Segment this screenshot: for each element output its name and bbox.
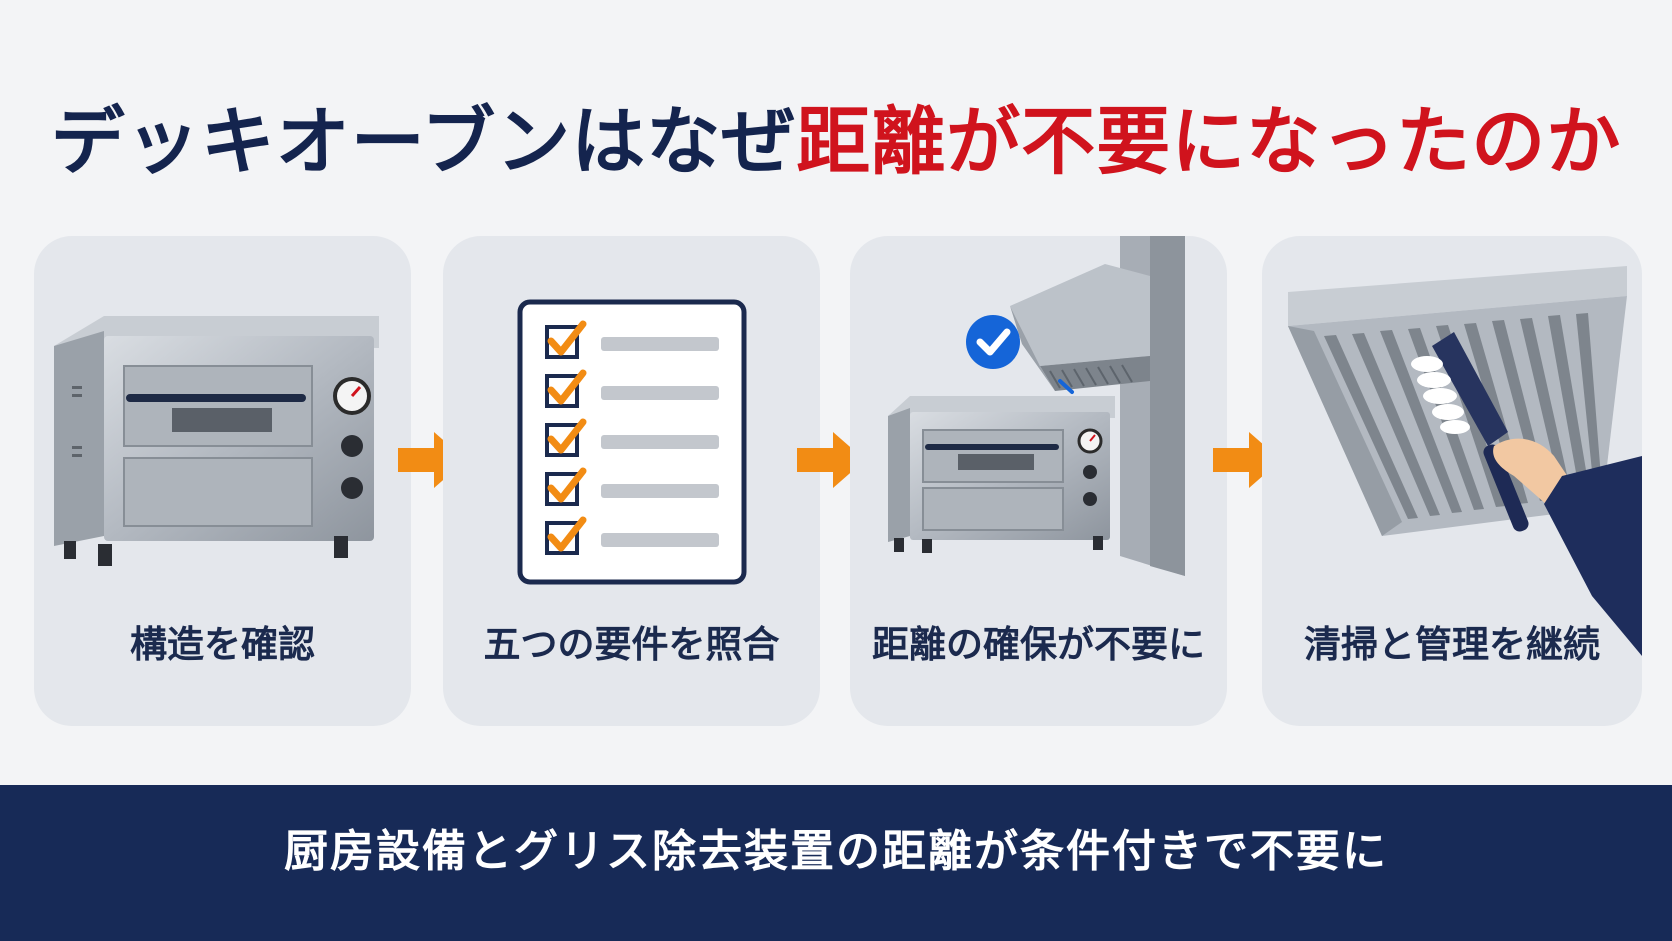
title-part-2-highlight: 距離が不要になったのか: [796, 99, 1622, 185]
hand-icon: [1493, 438, 1642, 656]
checklist-icon: [517, 299, 747, 585]
footer-banner: [0, 785, 1672, 941]
title-part-1: デッキオーブンはなぜ: [50, 99, 797, 185]
checklist-rows: [545, 320, 719, 555]
step-card-1: 構造を確認: [34, 236, 411, 726]
step-card-4: 清掃と管理を継続: [1262, 236, 1642, 726]
page-title: デッキオーブンはなぜ距離が不要になったのか: [0, 92, 1672, 192]
step-label-4: 清掃と管理を継続: [1304, 623, 1600, 666]
oven-under-hood-icon: [888, 236, 1185, 576]
step-label-1: 構造を確認: [130, 623, 315, 666]
step-card-2: 五つの要件を照合: [443, 236, 820, 726]
step-label-3: 距離の確保が不要に: [872, 623, 1205, 666]
brush-icon: [1411, 332, 1529, 532]
grease-filter-cleaning-icon: [1288, 266, 1642, 656]
step-card-3: 距離の確保が不要に: [850, 236, 1227, 726]
step-label-2: 五つの要件を照合: [483, 623, 780, 666]
arrow-right-icon: [797, 432, 865, 488]
footer-text: 厨房設備とグリス除去装置の距離が条件付きで不要に: [284, 826, 1388, 877]
deck-oven-icon: [54, 316, 379, 566]
